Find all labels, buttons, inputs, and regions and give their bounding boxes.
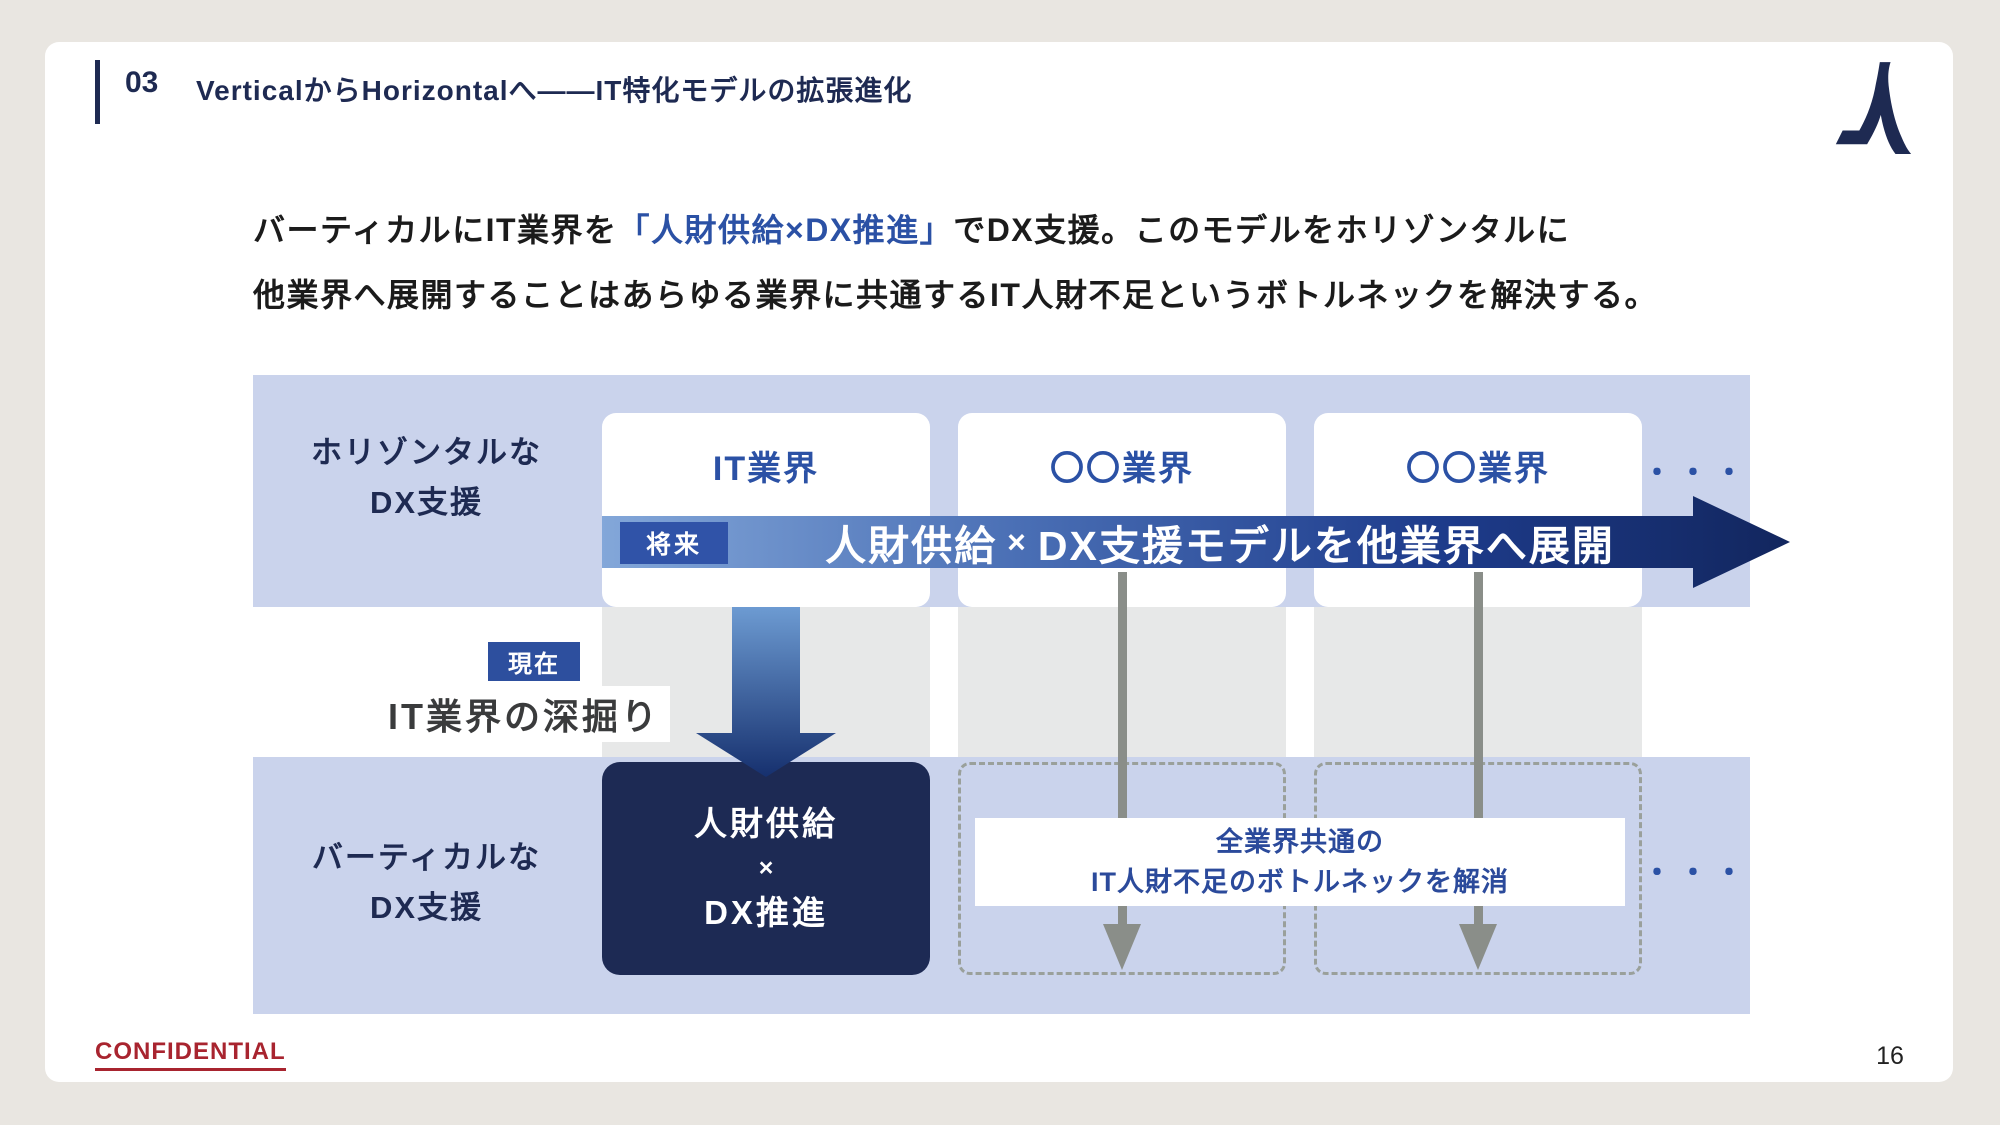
current-badge: 現在 xyxy=(488,642,580,681)
vertical-dx-label: バーティカルな DX支援 xyxy=(311,840,542,925)
industry-label-1: 〇〇業界 xyxy=(1050,449,1194,488)
lead-line1-pre: バーティカルにIT業界を xyxy=(253,212,618,248)
horizontal-dx-label: ホリゾンタルな DX支援 xyxy=(311,435,542,520)
confidential-label: CONFIDENTIAL xyxy=(95,1038,286,1071)
lead-line1-post: でDX支援。このモデルをホリゾンタルに xyxy=(953,212,1571,248)
gray-arrow-head-2 xyxy=(1459,924,1497,970)
lead-line-1: バーティカルにIT業界を「人財供給×DX推進」でDX支援。このモデルをホリゾンタ… xyxy=(253,205,1570,251)
lead-line1-highlight: 「人財供給×DX推進」 xyxy=(617,212,954,248)
supply-dx-box: 人財供給 × DX推進 xyxy=(602,762,930,975)
future-arrow-text: 人財供給 × DX支援モデルを他業界へ展開 xyxy=(825,523,1615,569)
future-badge: 将来 xyxy=(620,522,728,564)
gray-arrow-shaft-1 xyxy=(1118,572,1127,924)
more-industries-ellipsis-bottom: ・・・ xyxy=(1642,857,1750,890)
bottleneck-callout: 全業界共通の IT人財不足のボトルネックを解消 xyxy=(975,818,1625,906)
gray-arrow-head-1 xyxy=(1103,924,1141,970)
gray-arrow-shaft-2 xyxy=(1474,572,1483,924)
page-number: 16 xyxy=(1876,1042,1904,1070)
more-industries-ellipsis-top: ・・・ xyxy=(1642,457,1750,490)
company-logo-icon xyxy=(1828,60,1916,158)
lead-line-2: 他業界へ展開することはあらゆる業界に共通するIT人財不足というボトルネックを解決… xyxy=(253,277,1658,313)
industry-box-it xyxy=(602,413,930,607)
industry-label-it: IT業界 xyxy=(712,449,820,488)
section-number: 03 xyxy=(125,66,159,99)
industry-label-2: 〇〇業界 xyxy=(1406,449,1550,488)
header-accent-bar xyxy=(95,60,100,124)
future-expansion-arrow xyxy=(602,487,1792,597)
current-text: IT業界の深掘り xyxy=(378,686,670,742)
page-title: VerticalからHorizontalへ——IT特化モデルの拡張進化 xyxy=(196,75,913,106)
deep-dive-down-arrow xyxy=(691,607,841,779)
